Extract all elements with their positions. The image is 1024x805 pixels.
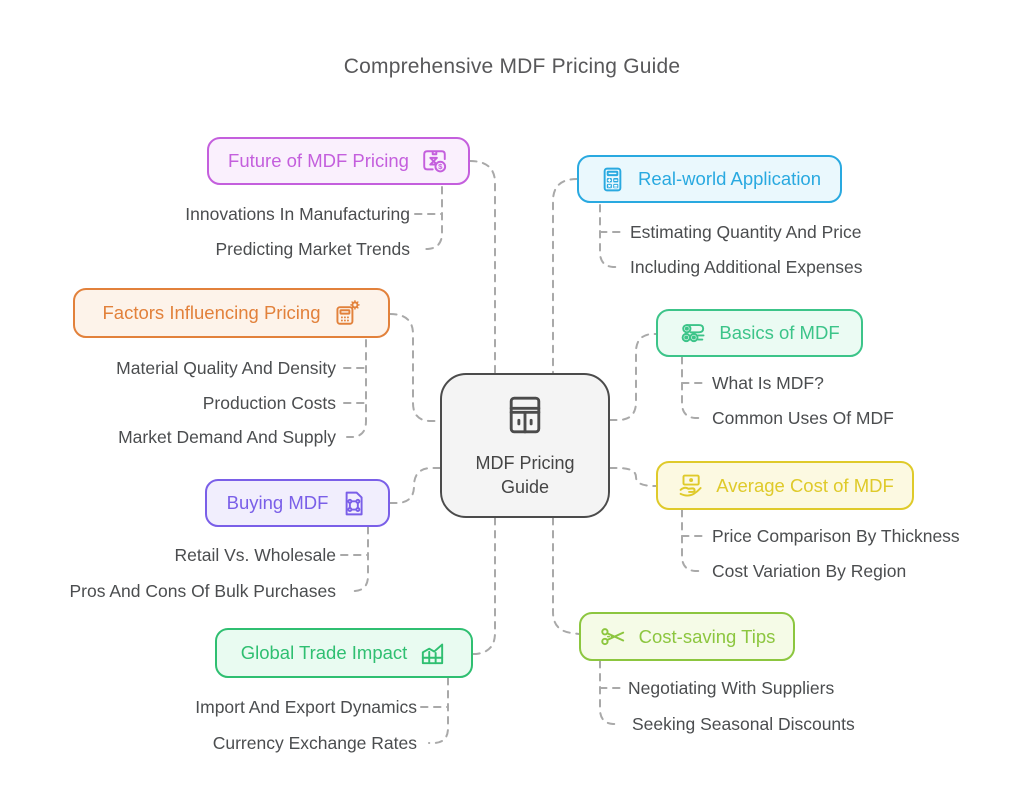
subtopic-label: Innovations In Manufacturing (185, 204, 410, 224)
connector-group-factors (343, 313, 441, 438)
node-basics-of-mdf: Basics of MDF (656, 309, 863, 357)
node-label: Average Cost of MDF (716, 474, 894, 496)
node-average-cost-of-mdf: Average Cost of MDF (656, 461, 914, 510)
node-factors-influencing-pricing: Factors Influencing Pricing (73, 288, 390, 338)
connector-group-average-cost (609, 467, 704, 572)
connector-group-cost-saving (552, 517, 623, 725)
subtopic-label: Price Comparison By Thickness (712, 526, 960, 546)
panel-sheet-icon (339, 489, 368, 518)
node-future-of-mdf-pricing: Future of MDF Pricing $ (207, 137, 470, 185)
money-hand-icon (676, 471, 705, 500)
connector-group-real-world (552, 178, 622, 374)
node-label: Future of MDF Pricing (228, 150, 409, 171)
node-global-trade-impact: Global Trade Impact (215, 628, 473, 678)
wood-logs-icon (679, 319, 708, 348)
subtopic-label: Seeking Seasonal Discounts (632, 714, 855, 734)
center-node-label: MDF Pricing Guide (475, 453, 575, 497)
node-label: Basics of MDF (719, 322, 840, 343)
scissors-icon (599, 622, 628, 651)
subtopic-label: Pros And Cons Of Bulk Purchases (69, 581, 336, 601)
subtopic-label: Including Additional Expenses (630, 257, 863, 277)
calculator-icon (598, 165, 627, 194)
subtopic-label: Retail Vs. Wholesale (174, 545, 336, 565)
cabinet-icon (502, 392, 548, 443)
subtopic-label: What Is MDF? (712, 373, 824, 393)
future-pricing-icon: $ (420, 147, 449, 176)
connector-group-buying (340, 467, 441, 592)
node-label: Global Trade Impact (240, 642, 408, 663)
subtopic-label: Negotiating With Suppliers (628, 678, 835, 698)
svg-text:$: $ (438, 162, 443, 171)
subtopic-label: Common Uses Of MDF (712, 408, 894, 428)
subtopic-label: Currency Exchange Rates (212, 733, 417, 753)
subtopic-label: Estimating Quantity And Price (630, 222, 862, 242)
node-cost-saving-tips: Cost-saving Tips (579, 612, 795, 661)
node-label: Real-world Application (637, 168, 822, 189)
node-real-world-application: Real-world Application (577, 155, 842, 203)
connector-group-future (414, 160, 496, 374)
node-label: Factors Influencing Pricing (102, 302, 321, 323)
subtopic-label: Predicting Market Trends (215, 239, 410, 259)
calculator-gear-icon (332, 299, 361, 328)
subtopic-label: Production Costs (202, 393, 336, 413)
subtopic-label: Market Demand And Supply (118, 427, 336, 447)
node-buying-mdf: Buying MDF (205, 479, 390, 527)
subtopic-label: Material Quality And Density (116, 358, 336, 378)
node-label: Cost-saving Tips (638, 625, 776, 647)
node-label: Buying MDF (226, 492, 329, 513)
subtopic-label: Import And Export Dynamics (195, 697, 417, 717)
page-title: Comprehensive MDF Pricing Guide (343, 55, 681, 78)
connector-group-global-trade (420, 517, 496, 744)
connector-group-basics (609, 333, 704, 421)
subtopic-label: Cost Variation By Region (712, 561, 907, 581)
center-node-mdf-pricing-guide: MDF Pricing Guide (440, 373, 610, 518)
trade-table-icon (418, 639, 447, 668)
